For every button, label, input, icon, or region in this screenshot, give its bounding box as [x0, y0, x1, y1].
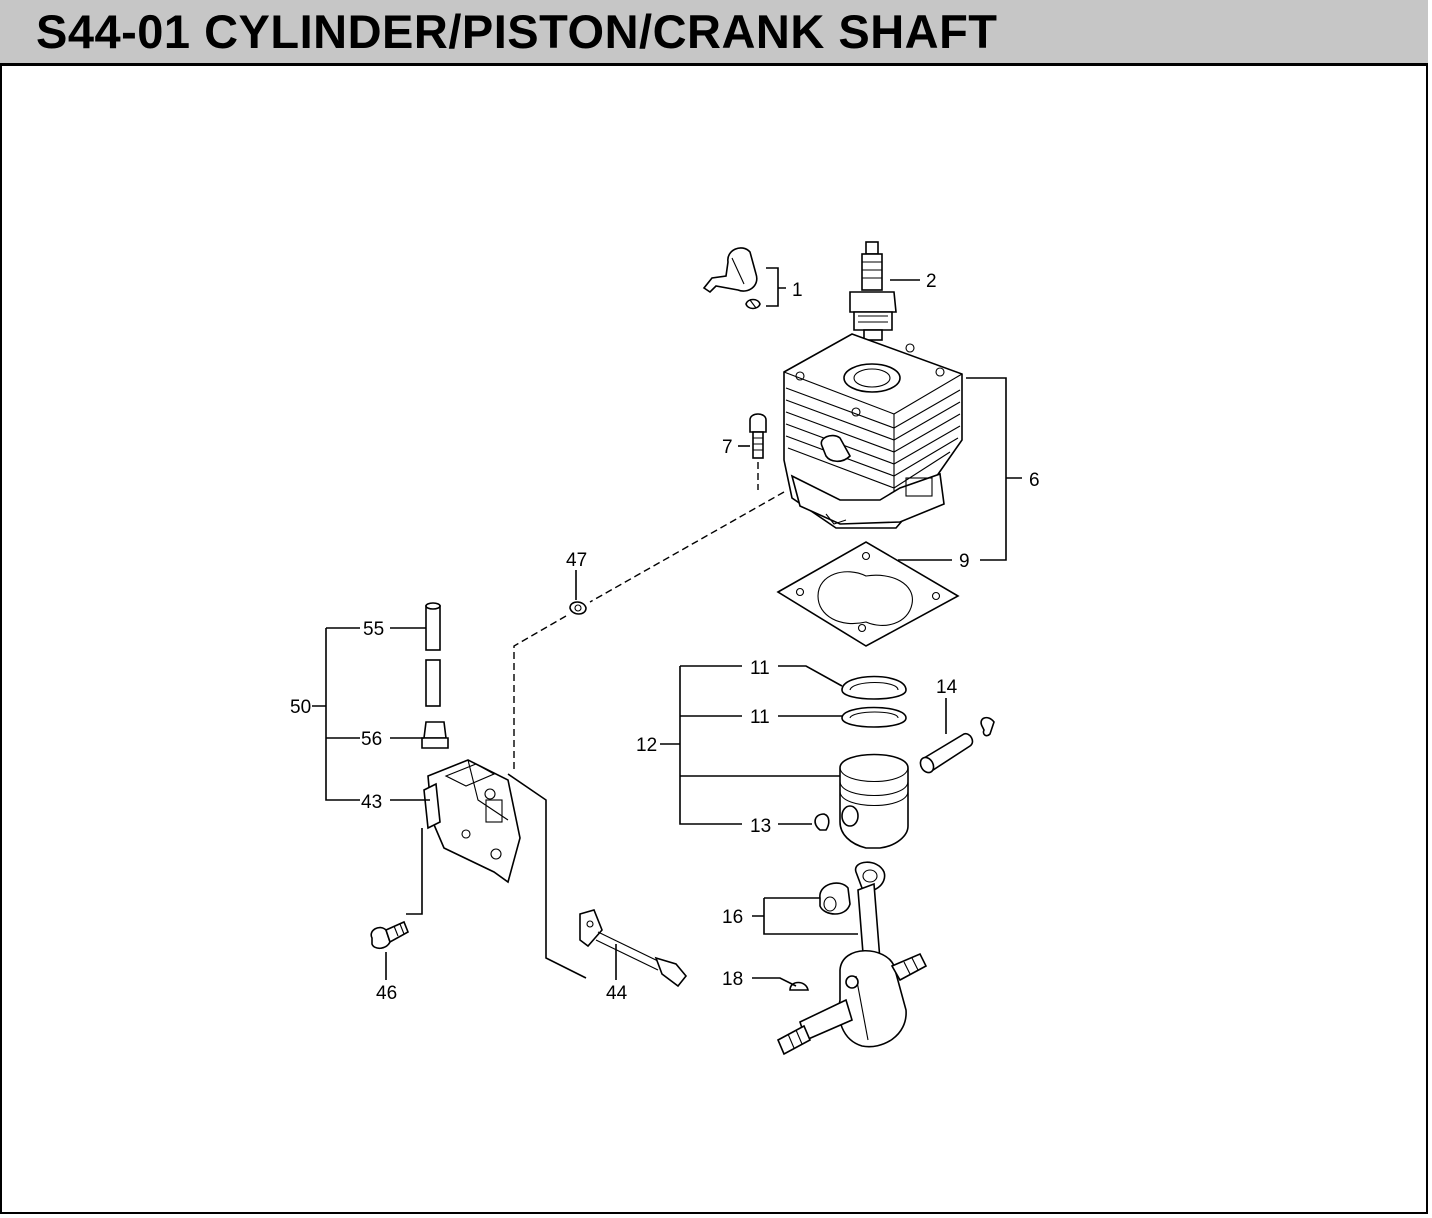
callout-55: 55 — [363, 619, 384, 640]
ignition-coil — [423, 759, 521, 884]
callout-14: 14 — [936, 677, 958, 698]
ground-lead — [579, 909, 688, 988]
callout-7: 7 — [722, 437, 733, 458]
callout-18: 18 — [722, 969, 743, 990]
spark-plug-cap — [702, 247, 761, 310]
callout-50: 50 — [290, 697, 311, 718]
lead-grommet — [421, 721, 449, 749]
callout-43: 43 — [361, 792, 382, 813]
callout-1: 1 — [792, 280, 803, 301]
washer-47 — [569, 601, 587, 615]
crankshaft — [776, 861, 928, 1056]
cylinder — [783, 333, 963, 529]
needle-bearing — [819, 882, 851, 915]
callout-13: 13 — [750, 816, 771, 837]
spark-plug — [849, 241, 897, 341]
callout-9: 9 — [959, 551, 970, 572]
cylinder-bolt — [749, 413, 767, 459]
callout-12: 12 — [636, 735, 657, 756]
callout-46: 46 — [376, 983, 397, 1004]
callout-16: 16 — [722, 907, 743, 928]
cylinder-gasket — [776, 541, 960, 647]
piston-pin — [919, 716, 995, 774]
callout-56: 56 — [361, 729, 382, 750]
piston — [839, 753, 909, 849]
callout-11a: 11 — [750, 658, 770, 679]
circlip-13 — [814, 813, 830, 831]
coil-bolt — [370, 920, 410, 950]
piston-rings — [841, 675, 907, 728]
callout-11b: 11 — [750, 707, 770, 728]
callout-44: 44 — [606, 983, 628, 1004]
spark-plug-lead-tube — [425, 602, 441, 707]
page-title: S44-01 CYLINDER/PISTON/CRANK SHAFT — [36, 5, 998, 58]
callout-47: 47 — [566, 550, 587, 571]
callout-6: 6 — [1029, 470, 1040, 491]
callout-2: 2 — [926, 271, 937, 292]
title-bar: S44-01 CYLINDER/PISTON/CRANK SHAFT — [0, 0, 1428, 66]
